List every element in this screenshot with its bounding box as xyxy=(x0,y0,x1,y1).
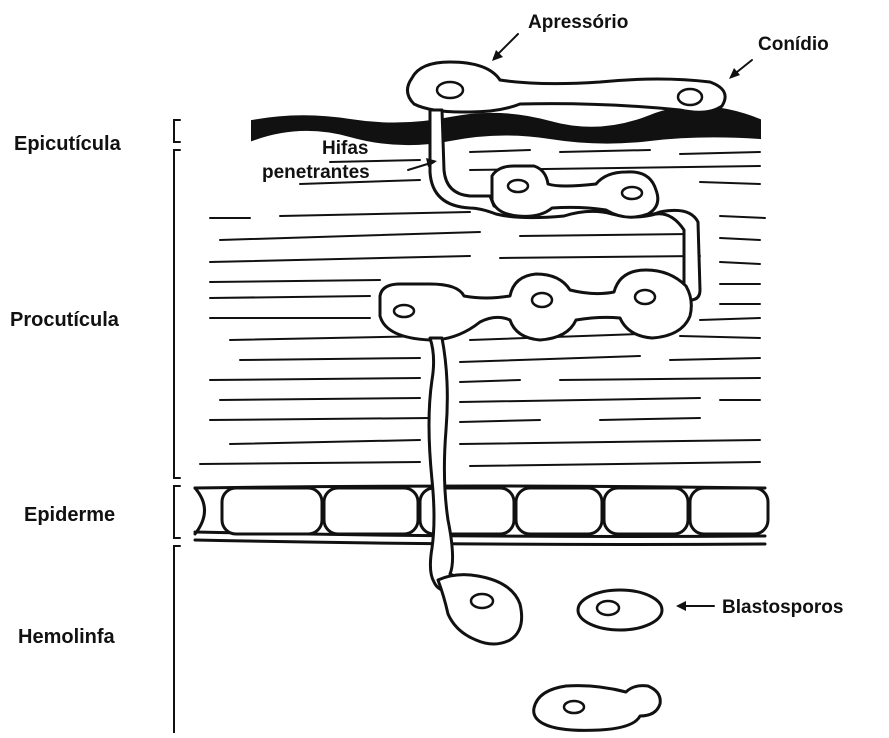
blastospore-nucleus xyxy=(597,601,619,615)
bracket-epidermis xyxy=(174,486,180,538)
label-hyphae-line1: Hifas xyxy=(322,138,368,159)
blastospore-nucleus xyxy=(564,701,584,713)
blastospore-budding xyxy=(438,575,522,644)
label-epicuticle: Epicutícula xyxy=(14,133,122,155)
epidermal-cell xyxy=(604,488,688,534)
epidermal-cell xyxy=(324,488,418,534)
bracket-procuticle xyxy=(174,150,180,478)
hyphal-nucleus xyxy=(635,290,655,304)
hyphal-nucleus xyxy=(471,594,493,608)
label-conidium: Conídio xyxy=(758,34,829,55)
hyphal-nucleus xyxy=(508,180,528,192)
epidermal-cell xyxy=(690,488,768,534)
descending-hypha xyxy=(429,338,472,592)
epidermal-cell xyxy=(516,488,602,534)
conidium-nucleus xyxy=(678,89,702,105)
hyphal-nucleus xyxy=(622,187,642,199)
bracket-hemolymph xyxy=(174,546,180,733)
epidermal-cell xyxy=(222,488,322,534)
label-appressorium: Apressório xyxy=(528,12,628,33)
label-procuticle: Procutícula xyxy=(10,309,120,331)
layer-brackets xyxy=(174,120,180,733)
label-hyphae-line2: penetrantes xyxy=(262,162,370,183)
hyphal-nucleus xyxy=(532,293,552,307)
arrowhead-blastospores xyxy=(676,601,686,611)
blastospore-budding-free xyxy=(534,686,661,731)
appressorium-nucleus xyxy=(437,82,463,98)
label-blastospores: Blastosporos xyxy=(722,597,843,618)
label-hemolymph: Hemolinfa xyxy=(18,626,116,648)
hyphal-nucleus xyxy=(394,305,414,317)
label-epidermis: Epiderme xyxy=(24,504,115,526)
bracket-epicuticle xyxy=(174,120,180,142)
blastospore xyxy=(578,590,662,630)
epidermis-layer xyxy=(195,486,768,545)
